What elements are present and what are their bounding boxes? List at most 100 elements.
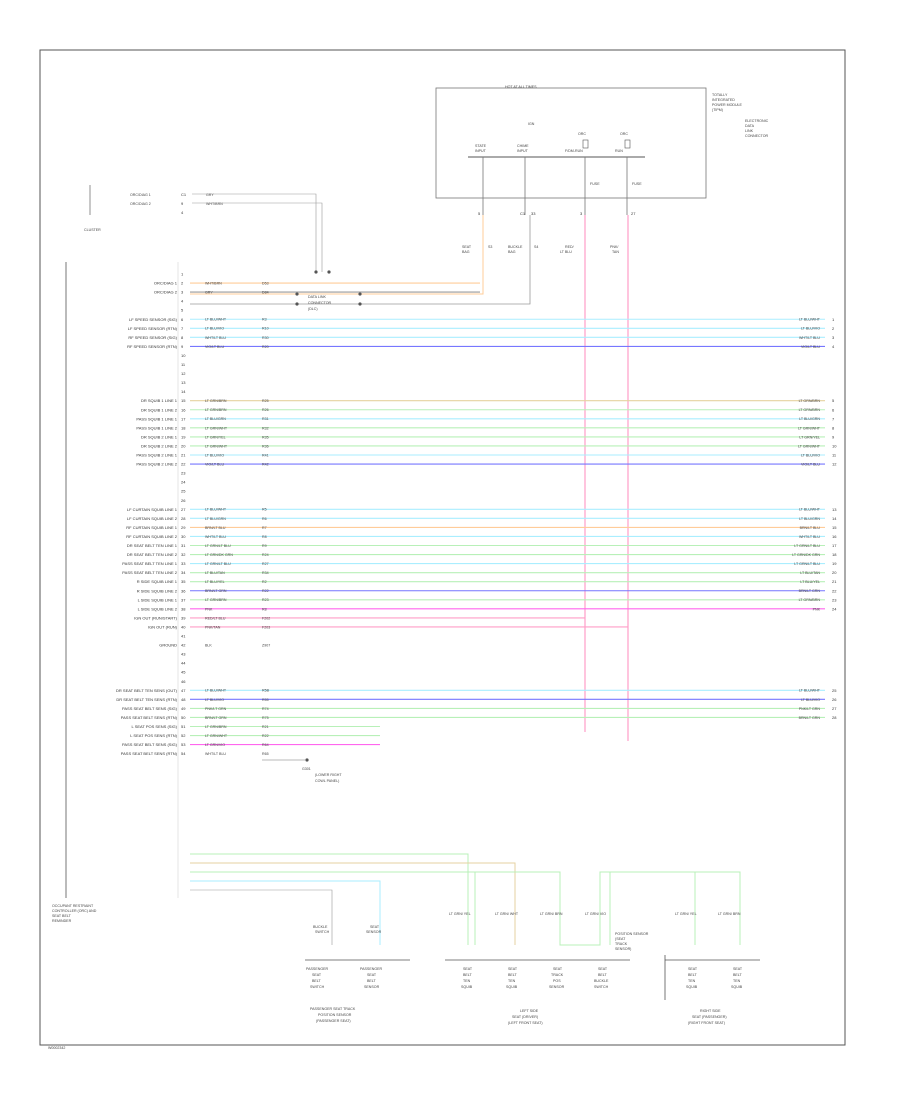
tipm-wire-2-name: RED/ — [565, 245, 574, 249]
tipm-side-line-2: LINK — [745, 129, 754, 133]
tipm-fuse-1-sub: INPUT — [517, 149, 529, 153]
seat-right-part-1-l2: BELT — [733, 973, 743, 977]
orc-wire-color: LT GRN/LT BLU — [205, 562, 231, 566]
orc-pin-number: 28 — [181, 516, 186, 521]
orc-wire-color: LT GRN/BRN — [205, 399, 227, 403]
tipm-fuse-0: STATE INPUT — [475, 144, 487, 215]
orc-wire-color: BRN/LT GRN — [205, 589, 227, 593]
tipm-fuse-2: ORC F/DM-RUN FUSE — [565, 132, 600, 215]
orc-pin-label: DR SEAT BELT TEN LINE 2 — [127, 552, 178, 557]
dlc-label-2: (DLC) — [308, 307, 318, 311]
tipm-side-line-0: ELECTRONIC — [745, 119, 769, 123]
orc-wire-color-right: LT BLU/GRN — [799, 517, 820, 521]
seat-right-title-2: (RIGHT FRONT SEAT) — [688, 1021, 725, 1025]
orc-right-pin: 22 — [832, 588, 837, 593]
dlc-label-1: CONNECTOR — [308, 301, 331, 305]
orc-pin-label: R SIDE SQUIB LINE 1 — [137, 579, 178, 584]
orc-pin-number: 40 — [181, 624, 186, 629]
orc-circuit-code: R42 — [262, 462, 269, 466]
orc-right-pin: 28 — [832, 715, 837, 720]
seat-right-part-0-l3: TEN — [688, 979, 696, 983]
tipm-wire-0-name: SEAT — [462, 245, 472, 249]
orc-wire-color: LT GRN/YEL — [205, 435, 226, 439]
orc-circuit-code: R22 — [262, 589, 269, 593]
seat-left-part-0-line4: SWITCH — [310, 985, 325, 989]
orc-wire-color-right: LT GRN/DK GRN — [792, 553, 820, 557]
orc-circuit-code: R31 — [262, 417, 269, 421]
orc-wire-color-right: PNK — [813, 607, 821, 611]
orc-wire-color-right: LT BLU/VIO — [801, 698, 820, 702]
seat-right-title-1: SEAT (PASSENGER) — [692, 1015, 727, 1019]
fuse-symbol — [624, 139, 631, 149]
orc-pin-number: 30 — [181, 534, 186, 539]
orc-pin-row: 24 — [181, 480, 186, 485]
seat-mid-part-0-l2: BELT — [463, 973, 473, 977]
orc-wire-color: GRY — [205, 291, 213, 295]
orc-pin-number: 19 — [181, 434, 186, 439]
tipm-fuse-2-top: ORC — [578, 132, 586, 136]
seat-left-group: BUCKLE SWITCH SEAT SENSOR PASSENGER SEAT… — [190, 880, 410, 1023]
orc-pin-label: LF SPEED SENSOR (SIG) — [129, 317, 178, 322]
orc-pin-number: 13 — [181, 380, 186, 385]
seat-mid-part-3-l1: SEAT — [598, 967, 608, 971]
orc-circuit-code: R36 — [262, 444, 269, 448]
orc-wire-color: BRN/LT GRN — [205, 716, 227, 720]
seat-left-wire-1-sub: SENSOR — [366, 930, 382, 934]
orc-circuit-code: R74 — [262, 707, 269, 711]
seat-mid-wire-2: LT GRN/ BRN — [540, 912, 563, 916]
tipm-fuse-1-name: CHIME — [517, 144, 529, 148]
cluster-label: CLUSTER — [84, 228, 101, 232]
orc-pin-label: DR SEAT BELT TEN LINE 1 — [127, 543, 178, 548]
orc-wire-color-right: LT GRN/BRN — [799, 408, 821, 412]
orc-pin-number: 45 — [181, 670, 186, 675]
connector-dot — [358, 292, 362, 296]
orc-pin-number: 54 — [181, 751, 186, 756]
orc-wire-color-right: LT GRN/YEL — [799, 435, 820, 439]
orc-right-pin: 18 — [832, 552, 837, 557]
orc-pin-number: 27 — [181, 507, 186, 512]
seat-mid-title-1: SEAT (DRIVER) — [512, 1015, 538, 1019]
seat-left-title-1: POSITION SENSOR — [318, 1013, 352, 1017]
seat-mid-part-0-l4: SQUIB — [461, 985, 473, 989]
orc-pin-number: 52 — [181, 733, 186, 738]
orc-circuit-code: D84 — [262, 291, 269, 295]
cluster-row-0-label: ORC/DIAG 1 — [130, 193, 151, 197]
orc-pin-row: 25 — [181, 489, 186, 494]
ground-label-0: G301 — [302, 767, 311, 771]
tipm-fuse-3-top: ORC — [620, 132, 628, 136]
orc-wire-color-right: LT BLU/VIO — [801, 453, 820, 457]
tipm-fuse-0-name: STATE — [475, 144, 487, 148]
orc-pin-number: 5 — [181, 308, 184, 313]
orc-pin-label: PASS SEAT BELT TEN LINE 1 — [122, 561, 177, 566]
seat-mid-note-0: POSITION SENSOR — [615, 932, 649, 936]
orc-pin-number: 39 — [181, 615, 186, 620]
connector-dot — [295, 302, 299, 306]
orc-pin-number: 43 — [181, 652, 186, 657]
orc-pin-number: 41 — [181, 634, 186, 639]
orc-circuit-code: R8 — [262, 535, 267, 539]
orc-wire-color-right: LT BLU/VIO — [801, 327, 820, 331]
orc-right-pin: 9 — [832, 434, 835, 439]
orc-note-line-1: CONTROLLER (ORC) AND — [52, 909, 97, 913]
tipm-fuse-3: ORC RUN FUSE — [615, 132, 642, 215]
dlc-splice: DATA LINK CONNECTOR (DLC) — [295, 292, 362, 311]
orc-right-pin: 2 — [832, 326, 835, 331]
ground-splice: G301 (LOWER RIGHT COWL PANEL) — [262, 758, 342, 783]
orc-wire-color: LT GRN/WHT — [205, 444, 228, 448]
orc-wire-color: BRN/LT BLU — [205, 526, 226, 530]
tipm-pin-2: 33 — [531, 211, 536, 216]
seat-left-part-1-line3: BELT — [367, 979, 377, 983]
tipm-pin-1: C1 — [520, 211, 526, 216]
seat-right-wire-0: LT GRN/ YEL — [675, 912, 697, 916]
orc-circuit-code: R35 — [262, 435, 269, 439]
seat-mid-part-1-l4: SQUIB — [506, 985, 518, 989]
seat-left-part-0-line3: BELT — [312, 979, 322, 983]
ground-icon — [305, 758, 309, 762]
orc-wire-color-right: BRN/LT BLU — [800, 526, 821, 530]
